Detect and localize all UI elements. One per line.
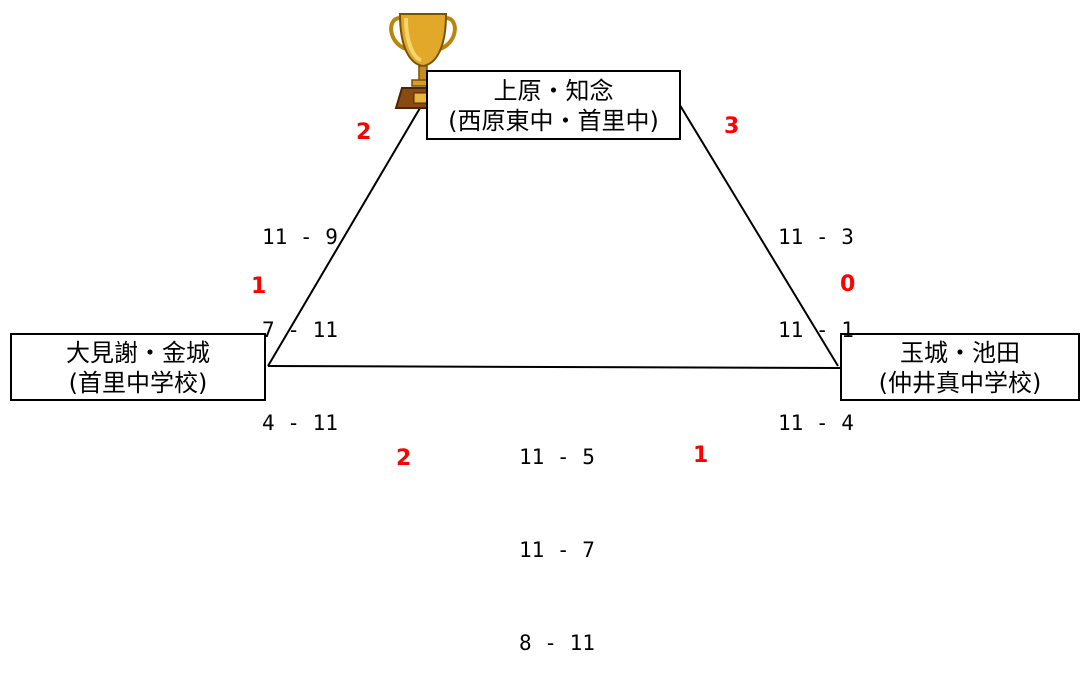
tally-top-vs-right-top: 3	[724, 114, 740, 139]
team-top-names: 上原・知念	[493, 77, 614, 105]
line-top-right	[677, 101, 839, 367]
tally-top-vs-left-top: 2	[356, 120, 372, 145]
score-game-1: 11 - 3	[778, 225, 854, 249]
team-box-top: 上原・知念 (西原東中・首里中)	[426, 70, 681, 140]
tally-left-vs-right-left: 2	[396, 446, 412, 471]
team-left-names: 大見謝・金城	[66, 339, 210, 367]
team-box-left: 大見謝・金城 (首里中学校)	[10, 333, 266, 401]
scores-top-vs-right: 11 - 3 11 - 1 11 - 4	[778, 160, 854, 470]
score-game-1: 11 - 9	[262, 225, 338, 249]
bracket-lines	[267, 101, 841, 369]
line-bottom	[267, 365, 841, 369]
team-left-school: (首里中学校)	[68, 369, 208, 397]
scores-top-vs-left: 11 - 9 7 - 11 4 - 11	[262, 160, 338, 470]
team-right-school: (仲井真中学校)	[878, 369, 1042, 397]
team-box-right: 玉城・池田 (仲井真中学校)	[840, 333, 1080, 401]
line-top-left	[267, 107, 421, 367]
score-game-3: 11 - 4	[778, 411, 854, 435]
team-right-names: 玉城・池田	[900, 339, 1020, 367]
score-game-2: 7 - 11	[262, 318, 338, 342]
team-top-school: (西原東中・首里中)	[448, 107, 659, 135]
score-game-3: 8 - 11	[519, 631, 595, 655]
tally-top-vs-left-left: 1	[251, 274, 267, 299]
tally-top-vs-right-right: 0	[840, 272, 856, 297]
score-game-1: 11 - 5	[519, 445, 595, 469]
score-game-2: 11 - 1	[778, 318, 854, 342]
tally-left-vs-right-right: 1	[693, 443, 709, 468]
scores-left-vs-right: 11 - 5 11 - 7 8 - 11	[519, 380, 595, 690]
score-game-2: 11 - 7	[519, 538, 595, 562]
score-game-3: 4 - 11	[262, 411, 338, 435]
